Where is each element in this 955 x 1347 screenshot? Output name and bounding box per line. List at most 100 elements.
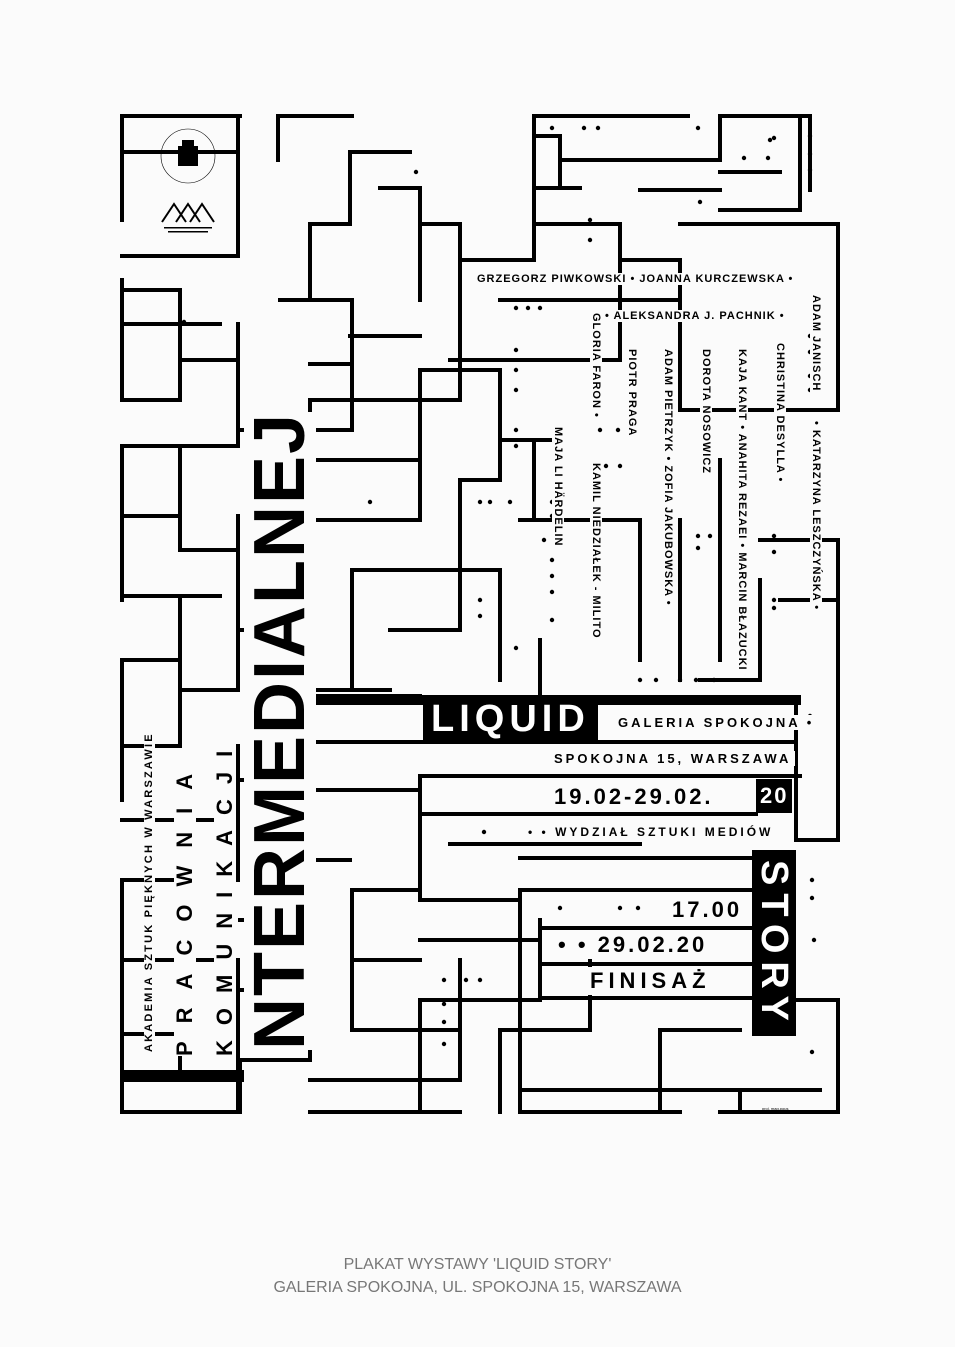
maze-dot bbox=[771, 605, 777, 611]
poster-caption: PLAKAT WYSTAWY 'LIQUID STORY' GALERIA SP… bbox=[0, 1253, 955, 1299]
maze-dot bbox=[809, 895, 815, 901]
maze-dot bbox=[767, 137, 773, 143]
maze-dot bbox=[463, 977, 469, 983]
maze-dot bbox=[581, 125, 587, 131]
academy-seal-logo bbox=[160, 128, 216, 184]
main-title-vertical: NTERMEDIALNEJ bbox=[240, 411, 320, 1050]
maze-dot bbox=[513, 305, 519, 311]
maze-dot bbox=[513, 443, 519, 449]
maze-dot bbox=[765, 155, 771, 161]
artist-name-vertical: MAJA LI HÄRDELIN bbox=[552, 424, 564, 550]
maze-dot bbox=[697, 199, 703, 205]
maze-dot bbox=[181, 319, 187, 325]
maze-dot bbox=[525, 305, 531, 311]
maze-dot bbox=[557, 905, 563, 911]
maze-dot bbox=[481, 829, 487, 835]
maze-dot bbox=[809, 877, 815, 883]
maze-dot bbox=[771, 135, 777, 141]
maze-dot bbox=[441, 1041, 447, 1047]
maze-dot bbox=[441, 1001, 447, 1007]
maze-dot bbox=[549, 125, 555, 131]
artist-names-row-2: • ALEKSANDRA J. PACHNIK • bbox=[602, 310, 788, 322]
maze-dot bbox=[695, 533, 701, 539]
maze-dot bbox=[603, 463, 609, 469]
exhibition-poster: AKADEMIA SZTUK PIĘKNYCH W WARSZAWIE PRAC… bbox=[120, 100, 840, 1120]
maze-dot bbox=[707, 533, 713, 539]
pracownia-vertical: PRACOWNIA bbox=[172, 755, 197, 1056]
maze-dot bbox=[477, 499, 483, 505]
maze-dot bbox=[549, 557, 555, 563]
exhibition-dates: 19.02-29.02. bbox=[550, 783, 716, 811]
artist-name-vertical: • KATARZYNA LESZCZYŃSKA • bbox=[810, 418, 822, 614]
maze-dot bbox=[513, 427, 519, 433]
story-title: STORY bbox=[753, 860, 795, 1029]
gallery-address: SPOKOJNA 15, WARSZAWA bbox=[550, 751, 796, 766]
caption-line-1: PLAKAT WYSTAWY 'LIQUID STORY' bbox=[343, 1256, 612, 1273]
maze-dot bbox=[695, 125, 701, 131]
maze-dot bbox=[477, 613, 483, 619]
artist-name-vertical: DOROTA NOSOWICZ bbox=[700, 346, 712, 477]
maze-dot bbox=[695, 545, 701, 551]
maze-pattern bbox=[120, 114, 840, 1114]
maze-dot bbox=[807, 133, 813, 139]
faculty-name: • • WYDZIAŁ SZTUKI MEDIÓW bbox=[524, 825, 778, 839]
caption-line-2: GALERIA SPOKOJNA, UL. SPOKOJNA 15, WARSZ… bbox=[273, 1279, 682, 1296]
maze-dot bbox=[741, 155, 747, 161]
finisage-time: 17.00 bbox=[668, 896, 747, 924]
maze-dot bbox=[617, 905, 623, 911]
finisage-date: • • 29.02.20 bbox=[554, 931, 712, 959]
artist-name-vertical: GLORIA FARON • bbox=[590, 310, 602, 421]
gallery-name: GALERIA SPOKOJNA • bbox=[614, 715, 819, 730]
maze-dot bbox=[595, 125, 601, 131]
maze-dot bbox=[587, 237, 593, 243]
maze-dot bbox=[637, 677, 643, 683]
maze-dot bbox=[635, 905, 641, 911]
maze-dot bbox=[477, 597, 483, 603]
maze-dot bbox=[807, 167, 813, 173]
maze-dot bbox=[441, 977, 447, 983]
artist-name-vertical: ADAM JANISCH bbox=[810, 292, 822, 395]
maze-dot bbox=[653, 677, 659, 683]
maze-dot bbox=[811, 937, 817, 943]
maze-dot bbox=[513, 367, 519, 373]
academy-name-vertical: AKADEMIA SZTUK PIĘKNYCH W WARSZAWIE bbox=[143, 729, 155, 1055]
maze-dot bbox=[549, 589, 555, 595]
artist-names-row-1: GRZEGORZ PIWKOWSKI • JOANNA KURCZEWSKA • bbox=[474, 273, 797, 285]
liquid-title: LIQUID bbox=[423, 696, 598, 742]
maze-dot bbox=[487, 499, 493, 505]
maze-dot bbox=[441, 1019, 447, 1025]
faculty-logo bbox=[161, 202, 215, 233]
maze-dot bbox=[413, 169, 419, 175]
artist-name-vertical: KAJA KANT • ANAHITA REZAEI • MARCIN BŁAZ… bbox=[736, 346, 748, 674]
maze-dot bbox=[513, 387, 519, 393]
artist-name-vertical: ADAM PIETRZYK • ZOFIA JAKUBOWSKA • bbox=[662, 346, 674, 609]
maze-dot bbox=[693, 677, 699, 683]
maze-dot bbox=[513, 645, 519, 651]
maze-dot bbox=[541, 537, 547, 543]
maze-dot bbox=[367, 499, 373, 505]
maze-dot bbox=[771, 533, 777, 539]
maze-dot bbox=[477, 977, 483, 983]
komunikacji-vertical: KOMUNIKACJI bbox=[212, 735, 237, 1056]
artist-name-vertical: PIOTR PRAGA bbox=[626, 346, 638, 440]
maze-dot bbox=[507, 499, 513, 505]
maze-dot bbox=[711, 677, 717, 683]
maze-dot bbox=[771, 549, 777, 555]
designer-credit: proj. mag.pous bbox=[762, 1106, 789, 1111]
story-title-box bbox=[752, 850, 796, 1036]
maze-dot bbox=[513, 347, 519, 353]
maze-dot bbox=[807, 151, 813, 157]
maze-dot bbox=[537, 305, 543, 311]
artist-name-vertical: KAMIL NIEDZIAŁEK - MILITO bbox=[590, 460, 602, 642]
finisage-label: FINISAŻ bbox=[586, 967, 715, 995]
maze-dot bbox=[771, 597, 777, 603]
artist-name-vertical: CHRISTINA DESYLLA • bbox=[774, 340, 786, 486]
maze-dot bbox=[677, 677, 683, 683]
maze-dot bbox=[549, 573, 555, 579]
exhibition-year: 20 bbox=[756, 779, 793, 813]
maze-dot bbox=[617, 463, 623, 469]
maze-dot bbox=[587, 217, 593, 223]
maze-dot bbox=[615, 427, 621, 433]
maze-dot bbox=[549, 617, 555, 623]
maze-dot bbox=[809, 1049, 815, 1055]
